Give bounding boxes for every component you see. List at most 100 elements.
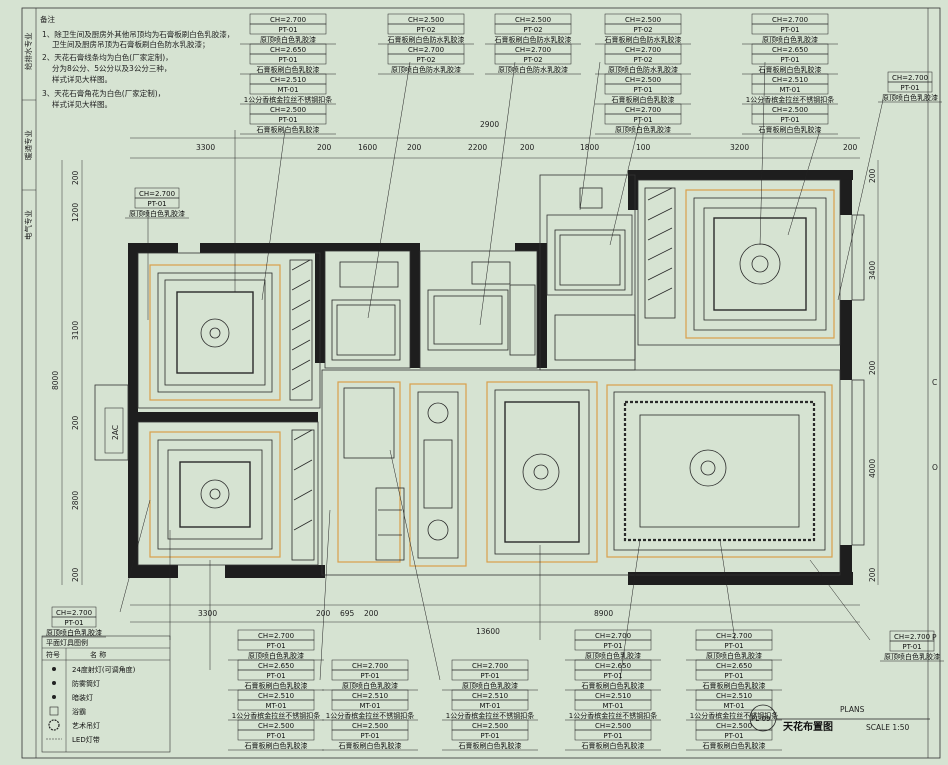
walls [128, 170, 853, 585]
label-text: CH=2.700 [56, 609, 92, 617]
drawing-title: 天花布置图 [783, 720, 833, 733]
legend-item-name: LED灯带 [72, 735, 100, 744]
legend-col-symbol: 符号 [46, 650, 60, 659]
label-text: CH=2.510 [270, 76, 306, 84]
label-text: PT-01 [724, 642, 743, 650]
label-text: 原顶喷白色乳胶漆 [462, 681, 518, 690]
label-box [695, 639, 773, 651]
label-text: CH=2.500 [595, 722, 631, 730]
note-line: 卫生间及厨房吊顶为石膏板刷白色防水乳胶漆； [52, 39, 210, 49]
dim-bottom: 200 [364, 609, 379, 618]
label-box [451, 669, 529, 681]
label-box [695, 669, 773, 681]
dims-left: 200 1200 3100 200 2800 200 8000 [51, 170, 80, 582]
label-text: CH=2.500 [352, 722, 388, 730]
label-text: PT-01 [603, 732, 622, 740]
label-box [494, 23, 572, 35]
label-groups: CH=2.700PT-01原顶喷白色乳胶漆CH=2.650PT-01石膏板刷白色… [42, 13, 944, 751]
label-text: PT-01 [360, 672, 379, 680]
dim-top: 200 [520, 143, 535, 152]
legend-item: 防雾筒灯 [52, 679, 100, 688]
label-box [387, 23, 465, 35]
label-box [387, 53, 465, 65]
dimension-lines [61, 137, 879, 623]
ac-label: 2AC [111, 425, 120, 440]
legend-item-name: 浴霸 [72, 707, 86, 716]
legend-item-name: 防雾筒灯 [72, 679, 100, 688]
label-text: 石膏板刷白色乳胶漆 [759, 125, 822, 134]
bathroom-2-ceiling [427, 261, 536, 356]
bathroom-1-ceiling [331, 261, 401, 361]
label-text: PT-01 [780, 26, 799, 34]
note-line: 3、天花石膏角花为白色(厂家定制)， [42, 88, 165, 98]
label-text: PT-02 [633, 56, 652, 64]
label-text: 1公分香槟金拉丝不锈钢扣条 [569, 711, 657, 720]
label-box [574, 639, 652, 651]
label-text: CH=2.510 [772, 76, 808, 84]
dim-bottom: 695 [340, 609, 355, 618]
label-text: CH=2.500 [625, 16, 661, 24]
note-line: 1、除卫生间及厨房外其他吊顶均为石膏板刷白色乳胶漆， [42, 29, 234, 39]
label-text: 石膏板刷白色防水乳胶漆 [388, 35, 465, 44]
label-box [134, 197, 180, 209]
label-text: PT-01 [278, 116, 297, 124]
closet-1 [289, 259, 313, 401]
label-text: PT-01 [900, 84, 919, 92]
label-text: 石膏板刷白色乳胶漆 [339, 741, 402, 750]
label-text: PT-01 [278, 26, 297, 34]
label-text: CH=2.500 [716, 722, 752, 730]
label-group: CH=2.700PT-01原顶喷白色乳胶漆CH=2.650PT-01石膏板刷白色… [686, 629, 782, 751]
label-text: CH=2.700 [892, 74, 928, 82]
label-text: CH=2.500 [258, 722, 294, 730]
dim-left: 200 [71, 567, 80, 582]
label-text: 1公分香槟金拉丝不锈钢扣条 [690, 711, 778, 720]
label-text: PT-02 [416, 56, 435, 64]
label-box [51, 616, 97, 628]
right-strip-label: P [932, 633, 937, 642]
label-text: CH=2.700 [625, 106, 661, 114]
master-bedroom-ceiling [685, 189, 835, 339]
label-text: 原顶喷白色乳胶漆 [585, 651, 641, 660]
dim-top: 1800 [580, 143, 599, 152]
label-text: 石膏板刷白色乳胶漆 [257, 125, 320, 134]
dim-left: 2800 [71, 491, 80, 510]
label-text: PT-01 [724, 732, 743, 740]
dim-bottom: 8900 [594, 609, 613, 618]
label-box [331, 669, 409, 681]
kitchen-ceiling [554, 187, 636, 361]
legend-symbol [52, 667, 56, 671]
label-group: CH=2.700PT-01原顶喷白色乳胶漆CH=2.510MT-011公分香槟金… [442, 659, 538, 751]
label-text: CH=2.650 [595, 662, 631, 670]
label-box [574, 729, 652, 741]
label-box [451, 729, 529, 741]
label-text: PT-01 [780, 116, 799, 124]
legend-symbol [49, 706, 59, 716]
label-text: CH=2.700 [352, 662, 388, 670]
label-text: 原顶喷白色防水乳胶漆 [498, 65, 568, 74]
label-text: PT-01 [603, 672, 622, 680]
label-text: 石膏板刷白色防水乳胶漆 [605, 35, 682, 44]
label-text: CH=2.700 [894, 633, 930, 641]
label-text: MT-01 [277, 86, 298, 94]
label-text: 原顶喷白色防水乳胶漆 [391, 65, 461, 74]
dim-top-total: 2900 [480, 120, 499, 129]
notes-block: 备注 1、除卫生间及厨房外其他吊顶均为石膏板刷白色乳胶漆， 卫生间及厨房吊顶为石… [40, 14, 234, 109]
label-text: 石膏板刷白色乳胶漆 [245, 741, 308, 750]
label-text: CH=2.700 [408, 46, 444, 54]
label-text: CH=2.500 [625, 76, 661, 84]
label-text: CH=2.650 [772, 46, 808, 54]
dims-top: 3300 200 1600 200 2200 200 1800 100 3200… [196, 120, 858, 152]
label-box [249, 83, 327, 95]
label-text: 原顶喷白色乳胶漆 [46, 628, 102, 637]
legend-table: 平面灯具图例 符号 名 称 24度射灯(可调角度)防雾筒灯暗装灯浴霸艺术吊灯LE… [41, 635, 171, 753]
label-text: 1公分香槟金拉丝不锈钢扣条 [446, 711, 534, 720]
label-text: PT-01 [633, 116, 652, 124]
label-box [889, 640, 935, 652]
note-line: 分为8公分、5公分以及3公分三种， [52, 63, 171, 73]
label-box [331, 699, 409, 711]
label-box [574, 699, 652, 711]
label-text: 石膏板刷白色乳胶漆 [612, 95, 675, 104]
legend-title: 平面灯具图例 [46, 638, 88, 647]
